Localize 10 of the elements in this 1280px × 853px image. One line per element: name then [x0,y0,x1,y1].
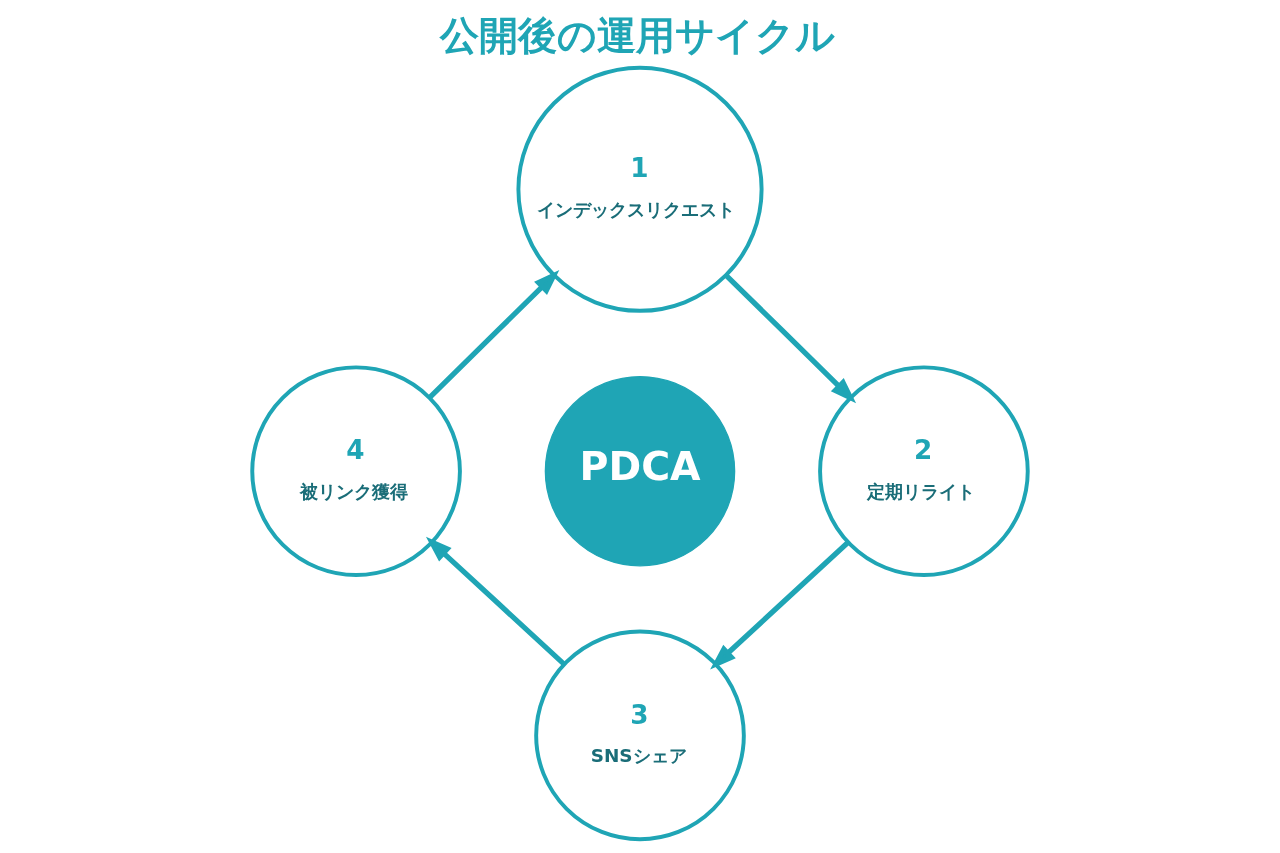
node-circle: PDCA [544,375,736,567]
arrow [710,540,850,670]
node-circle: 2 定期リライト [818,365,1030,577]
arrow [427,269,560,400]
node-circle: 3 SNSシェア [534,629,746,842]
node-circle: 4 被リンク獲得 [250,365,462,577]
arrow [425,536,566,666]
node-circle: 1 インデックスリクエスト [516,65,764,313]
arrow [724,273,857,404]
diagram-title: 公開後の運用サイクル [440,12,836,59]
